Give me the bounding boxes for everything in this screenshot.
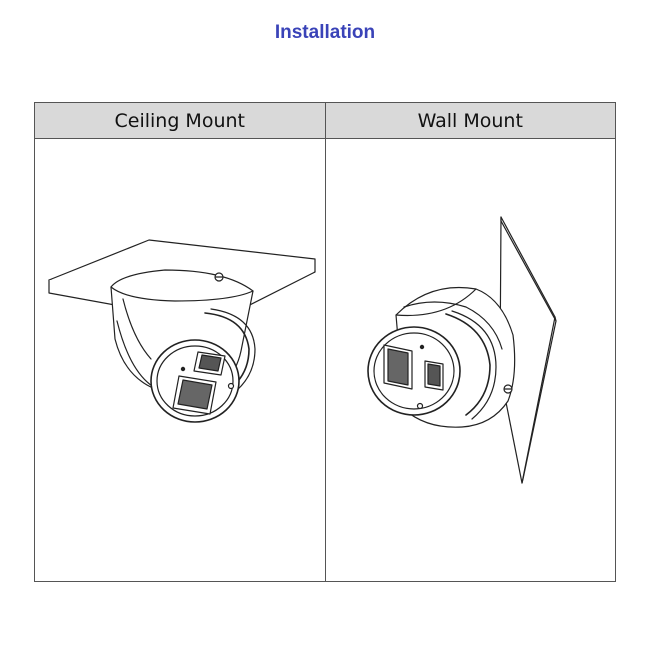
page-title: Installation <box>274 22 376 43</box>
wall-mount-heading: Wall Mount <box>324 102 616 139</box>
ceiling-mount-heading: Ceiling Mount <box>34 102 326 139</box>
installation-table: Ceiling Mount Wall Mount <box>34 102 616 582</box>
table-header-row: Ceiling Mount Wall Mount <box>34 102 616 139</box>
wall-mount-cell <box>324 138 616 582</box>
table-row <box>34 138 616 582</box>
ceiling-mount-cell <box>34 138 326 582</box>
dome-camera-ceiling-mount-icon <box>48 239 316 423</box>
dome-camera-wall-mount-icon <box>366 216 557 484</box>
